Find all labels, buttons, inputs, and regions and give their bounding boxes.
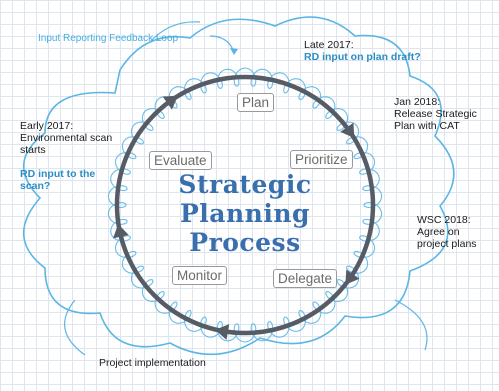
diagram-title: Strategic Planning Process <box>130 170 360 257</box>
note-late-2017: Late 2017: RD input on plan draft? <box>304 27 421 75</box>
feedback-loop-label: Input Reporting Feedback Loop <box>38 33 179 44</box>
note-early-2017: Early 2017: Environmental scan starts RD… <box>20 108 112 204</box>
note-project-implementation: Project implementation <box>99 357 206 369</box>
cycle-arrow-plan-to-prioritize <box>340 122 355 138</box>
stage-plan: Plan <box>237 93 275 112</box>
stage-prioritize: Prioritize <box>290 150 353 169</box>
cloud-swirl <box>149 21 201 43</box>
stage-delegate: Delegate <box>273 269 338 288</box>
note-early-2017-text: Early 2017: Environmental scan starts <box>20 120 113 156</box>
feedback-loop-cloud <box>22 16 455 356</box>
note-early-2017-question: RD input to the scan? <box>20 168 96 192</box>
cycle-arrow-evaluate-to-plan <box>162 95 178 110</box>
feedback-label-arrowhead <box>230 48 238 55</box>
note-wsc-2018: WSC 2018: Agree on project plans <box>417 214 477 250</box>
stage-monitor: Monitor <box>172 266 228 285</box>
note-late-2017-question: RD input on plan draft? <box>304 51 421 63</box>
cloud-swirl <box>64 299 86 356</box>
diagram-title-text: Strategic Planning Process <box>178 170 312 257</box>
feedback-coil <box>107 67 383 343</box>
cycle-arrow-delegate-to-monitor <box>215 324 230 340</box>
feedback-label-arrow <box>209 35 235 53</box>
note-late-2017-heading: Late 2017: <box>304 39 354 51</box>
note-jan-2018: Jan 2018: Release Strategic Plan with CA… <box>394 96 477 132</box>
cycle-arrow-prioritize-to-delegate <box>345 269 360 285</box>
cycle-arrow-monitor-to-evaluate <box>113 223 129 239</box>
cloud-swirl <box>394 299 428 351</box>
cycle-circle <box>114 74 376 336</box>
stage-evaluate: Evaluate <box>149 151 212 170</box>
